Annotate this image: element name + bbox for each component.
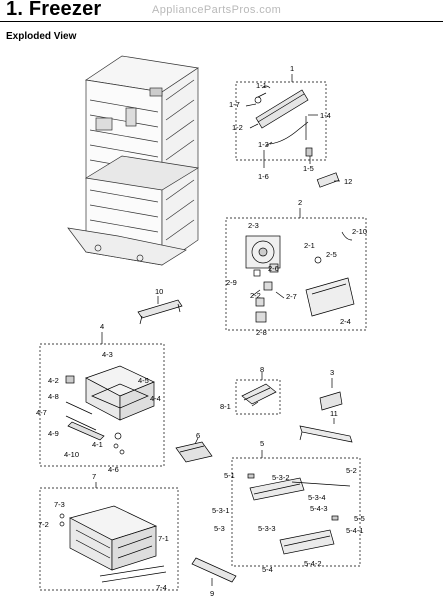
callout-2-7: 2-7	[286, 292, 297, 301]
part-9-drawing	[191, 557, 237, 586]
callout-2-8: 2-8	[256, 328, 267, 337]
callout-4-6: 4-6	[108, 465, 119, 474]
callout-4-3: 4-3	[102, 350, 113, 359]
watermark-text: AppliancePartsPros.com	[152, 4, 282, 16]
page-title: 1. Freezer	[6, 0, 102, 20]
callout-5-5: 5-5	[354, 514, 365, 523]
callout-5-4-1: 5-4-1	[346, 526, 364, 535]
callout-2: 2	[298, 198, 302, 207]
callout-1-3: 1-3	[258, 140, 269, 149]
callout-7-1: 7-1	[158, 534, 169, 543]
callout-5-2: 5-2	[346, 466, 357, 475]
callout-7: 7	[92, 472, 96, 481]
callout-2-5: 2-5	[326, 250, 337, 259]
callout-5-4: 5-4	[262, 565, 273, 574]
callout-11: 11	[330, 409, 338, 418]
callout-5-3-4: 5-3-4	[308, 493, 326, 502]
callout-6: 6	[196, 431, 200, 440]
callout-12: 12	[344, 177, 352, 186]
callout-2-9: 2-9	[226, 278, 237, 287]
callout-4-4: 4-4	[150, 394, 161, 403]
callout-8-1: 8-1	[220, 402, 231, 411]
freezer-cabinet-drawing	[67, 55, 199, 266]
callout-2-1: 2-1	[304, 241, 315, 250]
callout-5-3: 5-3	[214, 524, 225, 533]
callout-1: 1	[290, 64, 294, 73]
callout-5: 5	[260, 439, 264, 448]
callout-2-10: 2-10	[352, 227, 367, 236]
callout-5-3-3: 5-3-3	[258, 524, 276, 533]
callout-1-4: 1-4	[320, 111, 331, 120]
callout-9: 9	[210, 589, 214, 598]
callout-1-1: 1-1	[256, 81, 267, 90]
callout-7-4: 7-4	[156, 583, 167, 592]
assembly-1-drawing	[235, 74, 340, 188]
callout-3: 3	[330, 368, 334, 377]
callout-1-7: 1-7	[229, 100, 240, 109]
part-10-drawing	[137, 296, 183, 325]
callout-2-4: 2-4	[340, 317, 351, 326]
callout-4-2: 4-2	[48, 376, 59, 385]
callout-4-9: 4-9	[48, 429, 59, 438]
assembly-2-drawing	[225, 208, 367, 331]
part-11-drawing	[299, 418, 353, 443]
assembly-8-drawing	[235, 372, 281, 415]
callout-2-6: 2-6	[268, 264, 279, 273]
assembly-4-drawing	[39, 332, 165, 467]
callout-labels: 1 1-1 1-7 1-2 1-4 1-3 1-5 1-6 12 2 2-3 2…	[36, 64, 367, 598]
callout-2-2: 2-2	[250, 291, 261, 300]
callout-4-8: 4-8	[48, 392, 59, 401]
callout-10: 10	[155, 287, 163, 296]
callout-1-6: 1-6	[258, 172, 269, 181]
callout-8: 8	[260, 365, 264, 374]
callout-5-3-1: 5-3-1	[212, 506, 230, 515]
callout-2-3: 2-3	[248, 221, 259, 230]
callout-4-10: 4-10	[64, 450, 79, 459]
callout-4-1: 4-1	[92, 440, 103, 449]
assembly-7-drawing	[39, 482, 179, 591]
callout-7-3: 7-3	[54, 500, 65, 509]
callout-5-4-2: 5-4-2	[304, 559, 322, 568]
callout-4-5: 4-5	[138, 376, 149, 385]
callout-5-4-3: 5-4-3	[310, 504, 328, 513]
callout-1-5: 1-5	[303, 164, 314, 173]
section-subtitle: Exploded View	[6, 31, 77, 42]
callout-5-1: 5-1	[224, 471, 235, 480]
callout-4-7: 4-7	[36, 408, 47, 417]
callout-5-3-2: 5-3-2	[272, 473, 290, 482]
callout-7-2: 7-2	[38, 520, 49, 529]
part-3-drawing	[319, 378, 343, 411]
callout-1-2: 1-2	[232, 123, 243, 132]
title-underline	[0, 21, 443, 22]
part-6-drawing	[175, 437, 213, 463]
callout-4: 4	[100, 322, 104, 331]
assembly-5-drawing	[231, 450, 361, 567]
